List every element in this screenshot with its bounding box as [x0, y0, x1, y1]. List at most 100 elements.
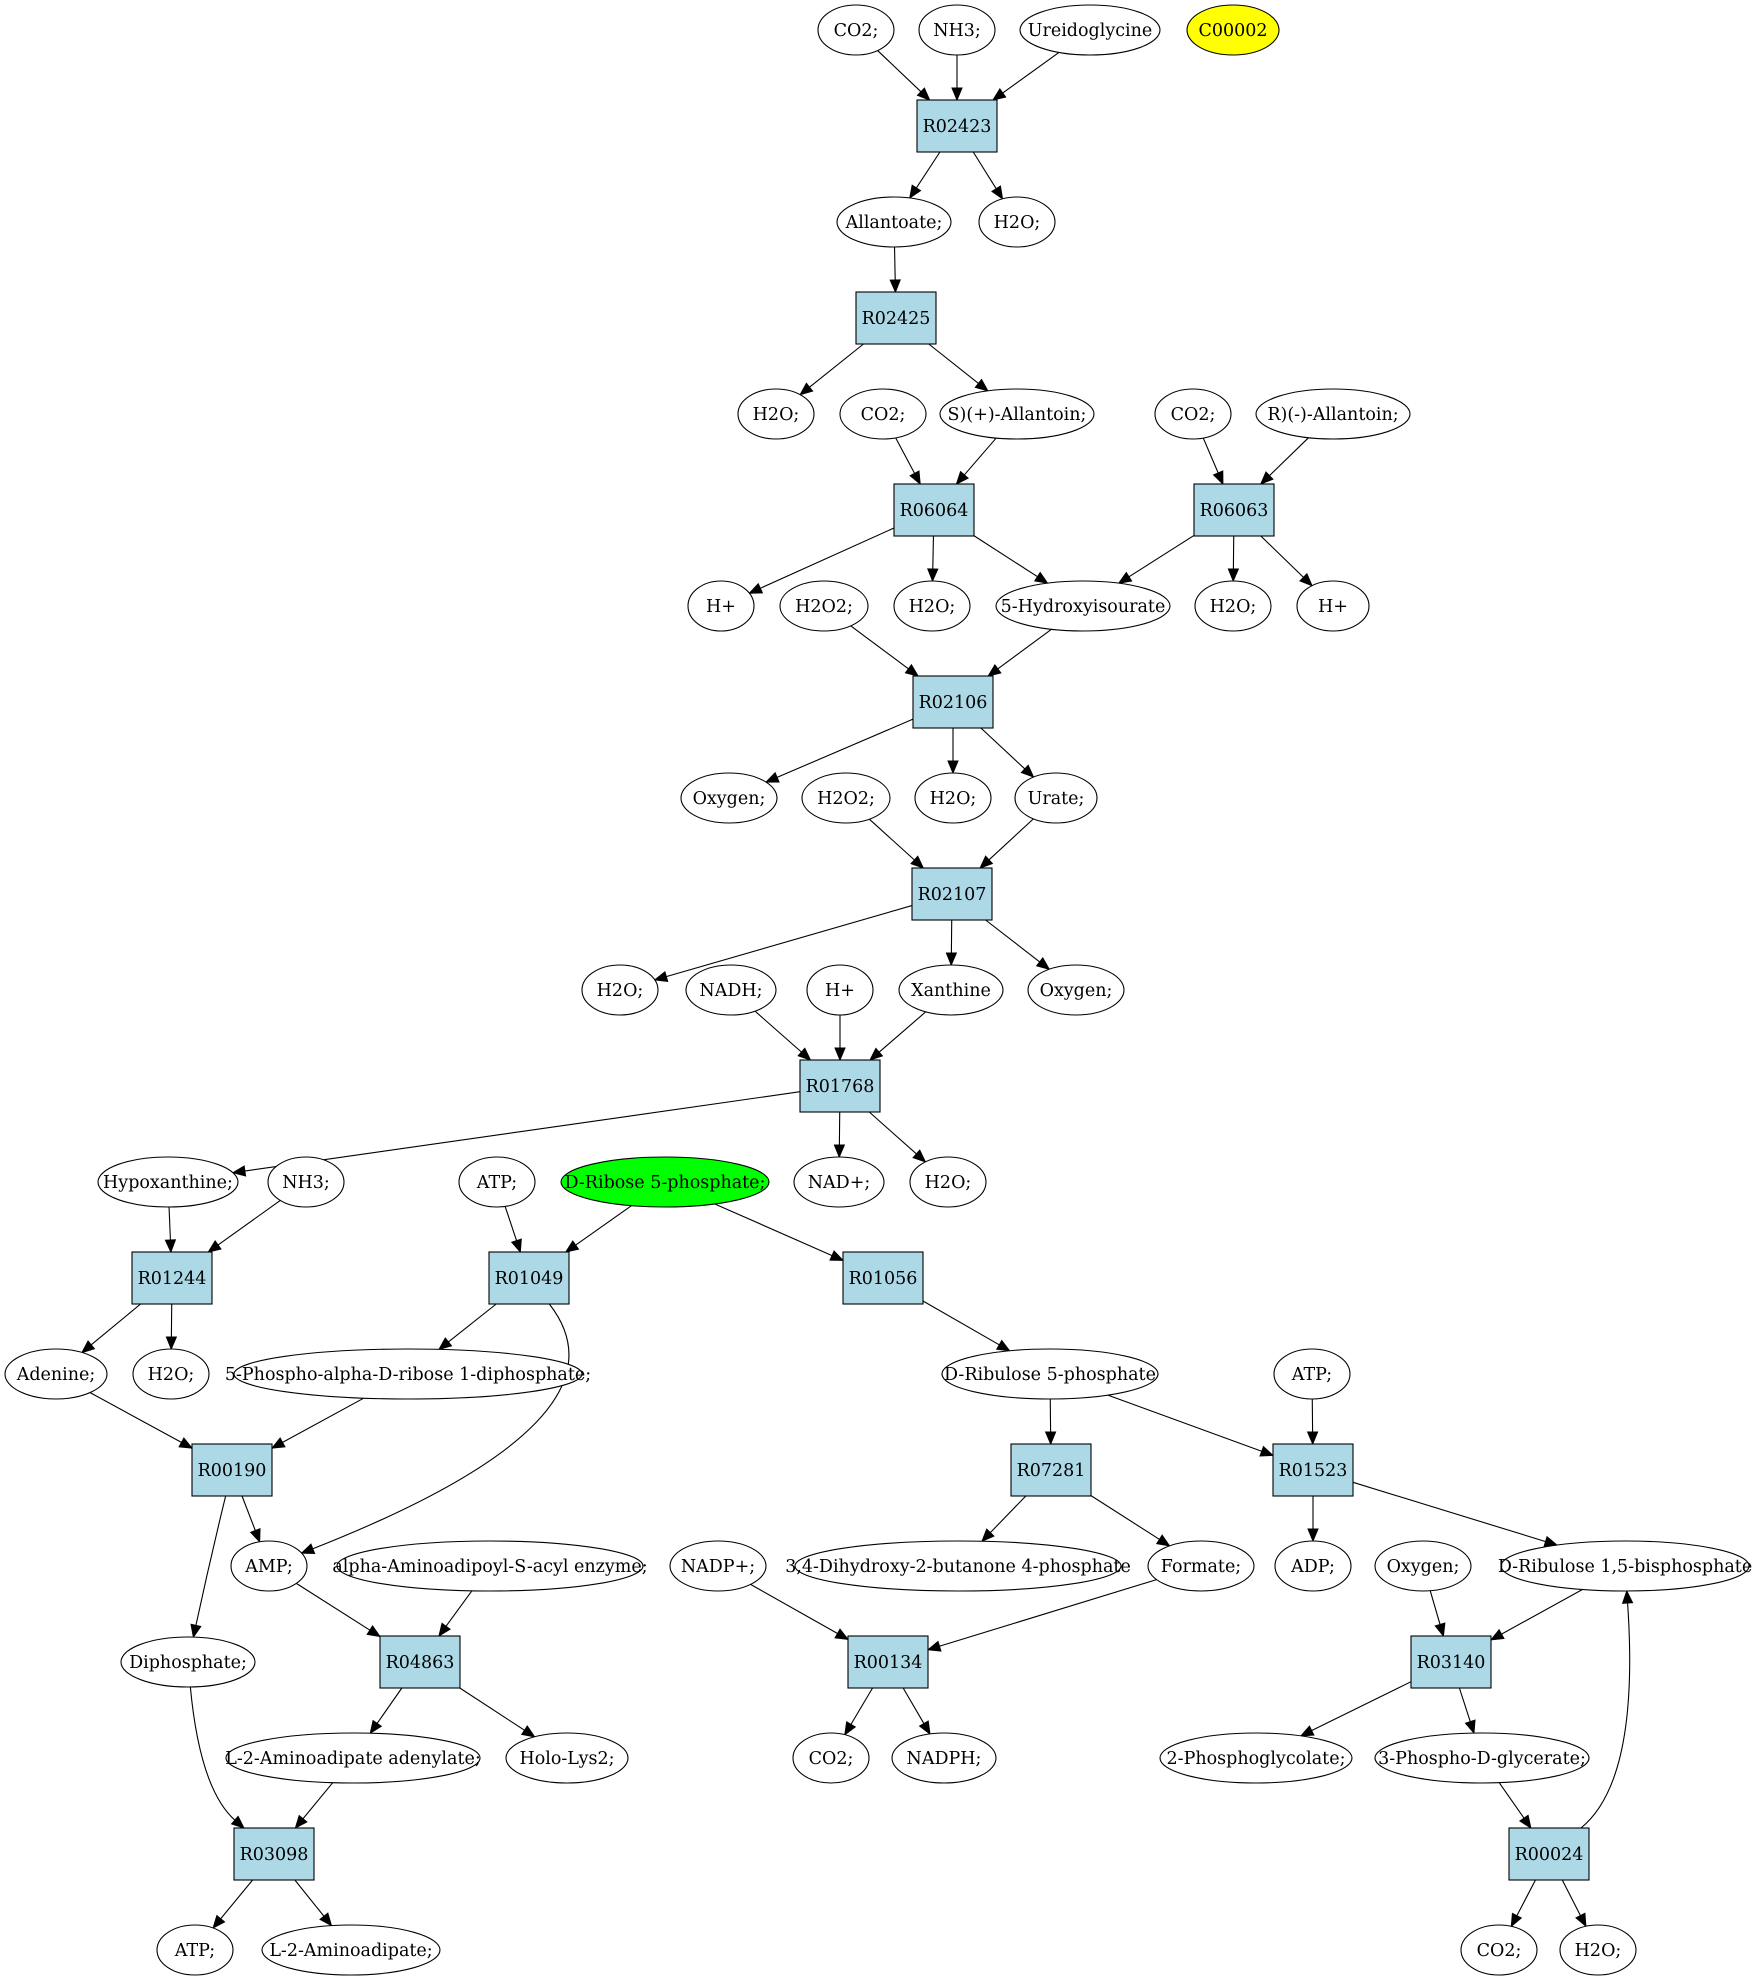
compound-node-oxygen-c_oxygen_3[interactable]: Oxygen; — [1374, 1540, 1472, 1592]
compound-node-atp-c_atp_1[interactable]: ATP; — [458, 1156, 536, 1208]
compound-node-allantoate-c_allantoate[interactable]: Allantoate; — [836, 196, 952, 248]
compound-ellipse — [1374, 1540, 1472, 1592]
reaction-node-r01768-r_R01768[interactable]: R01768 — [799, 1059, 881, 1113]
compound-node-diphosphate-c_diphosphate[interactable]: Diphosphate; — [120, 1636, 256, 1688]
compound-node-adp-c_adp[interactable]: ADP; — [1274, 1540, 1352, 1592]
reaction-node-r04863-r_R04863[interactable]: R04863 — [379, 1635, 461, 1689]
compound-node-s-allantoin-c_s_allantoin[interactable]: S)(+)-Allantoin; — [939, 388, 1095, 440]
compound-label: H+ — [706, 597, 736, 617]
reaction-node-r02106-r_R02106[interactable]: R02106 — [912, 675, 994, 729]
edge-line — [1310, 1681, 1412, 1732]
reaction-node-r00190-r_R00190[interactable]: R00190 — [191, 1443, 273, 1497]
compound-node-h2o-c_h2o_8[interactable]: H2O; — [132, 1348, 210, 1400]
reaction-node-r00134-r_R00134[interactable]: R00134 — [847, 1635, 929, 1689]
compound-label: CO2; — [834, 21, 879, 41]
compound-node-nadph-c_nadph[interactable]: NADPH; — [891, 1732, 997, 1784]
compound-node-l-2-aminoadipate-adenylate-c_l2aa_adenylate[interactable]: L-2-Aminoadipate adenylate; — [225, 1732, 481, 1784]
compound-node-co2-c_co2_3[interactable]: CO2; — [1154, 388, 1232, 440]
compound-node-nadh-c_nadh[interactable]: NADH; — [685, 964, 777, 1016]
compound-node-urate-c_urate[interactable]: Urate; — [1014, 772, 1098, 824]
reaction-node-r02423-r_R02423[interactable]: R02423 — [916, 99, 998, 153]
reaction-node-r01523-r_R01523[interactable]: R01523 — [1272, 1443, 1354, 1497]
compound-node-h2o2-c_h2o2_2[interactable]: H2O2; — [801, 772, 891, 824]
reaction-box — [911, 867, 993, 921]
compound-node-nadp-c_nadpplus[interactable]: NADP+; — [669, 1540, 767, 1592]
compound-node-5-phospho-alpha-d-ribose-1-diphosphate-c_prpp[interactable]: 5-Phospho-alpha-D-ribose 1-diphosphate; — [225, 1348, 591, 1400]
compound-node-adenine-c_adenine[interactable]: Adenine; — [4, 1348, 108, 1400]
reaction-node-r01049-r_R01049[interactable]: R01049 — [488, 1251, 570, 1305]
edge-r_R02423-to-c_h2o_1 — [972, 151, 1004, 200]
compound-node-d-ribulose-1-5-bisphosphate-c_rubp[interactable]: D-Ribulose 1,5-bisphosphate — [1498, 1540, 1752, 1592]
reaction-node-r01244-r_R01244[interactable]: R01244 — [131, 1251, 213, 1305]
compound-node-d-ribulose-5-phosphate-c_ru5p[interactable]: D-Ribulose 5-phosphate — [941, 1348, 1159, 1400]
compound-node-3-phospho-d-glycerate-c_3pg[interactable]: 3-Phospho-D-glycerate; — [1374, 1732, 1590, 1784]
compound-node-h2o-c_h2o_2[interactable]: H2O; — [737, 388, 815, 440]
edge-r_R03140-to-c_3pg — [1458, 1687, 1476, 1735]
edge-r_R02425-to-c_s_allantoin — [928, 343, 989, 392]
reaction-node-r02425-r_R02425[interactable]: R02425 — [855, 291, 937, 345]
compound-node-oxygen-c_oxygen_2[interactable]: Oxygen; — [1027, 964, 1125, 1016]
compound-label: Allantoate; — [845, 213, 943, 233]
compound-node-r-allantoin-c_r_allantoin[interactable]: R)(-)-Allantoin; — [1255, 388, 1411, 440]
compound-node-oxygen-c_oxygen_1[interactable]: Oxygen; — [680, 772, 778, 824]
compound-node-h2o-c_h2o_5[interactable]: H2O; — [914, 772, 992, 824]
compound-node-h2o-c_h2o_3[interactable]: H2O; — [893, 580, 971, 632]
compound-node-h-c_hplus_3[interactable]: H+ — [806, 964, 874, 1016]
edge-c_allantoate-to-r_R02425 — [889, 246, 901, 294]
reaction-node-r00024-r_R00024[interactable]: R00024 — [1508, 1827, 1590, 1881]
reaction-node-r06064-r_R06064[interactable]: R06064 — [893, 483, 975, 537]
compound-node-alpha-aminoadipoyl-s-acyl-enzyme-c_aminoadipoyl[interactable]: alpha-Aminoadipoyl-S-acyl enzyme; — [332, 1540, 648, 1592]
compound-node-nad-c_nadplus[interactable]: NAD+; — [793, 1156, 885, 1208]
compound-node-holo-lys2-c_holo_lys2[interactable]: Holo-Lys2; — [505, 1732, 629, 1784]
reaction-label: R06064 — [900, 501, 969, 521]
reaction-node-r03098-r_R03098[interactable]: R03098 — [233, 1827, 315, 1881]
compound-node-co2-c_co2_5[interactable]: CO2; — [1460, 1924, 1538, 1976]
compound-node-3-4-dihydroxy-2-butanone-4-phosphate-c_dhbp[interactable]: 3,4-Dihydroxy-2-butanone 4-phosphate — [785, 1540, 1131, 1592]
compound-node-5-hydroxyisourate-c_5hiu[interactable]: 5-Hydroxyisourate — [995, 580, 1171, 632]
reaction-node-r07281-r_R07281[interactable]: R07281 — [1010, 1443, 1092, 1497]
compound-node-h-c_hplus_2[interactable]: H+ — [1296, 580, 1370, 632]
compound-node-co2-c_co2_2[interactable]: CO2; — [839, 388, 927, 440]
edge-line — [1580, 1601, 1631, 1829]
compound-node-nh3-c_nh3_1[interactable]: NH3; — [918, 4, 996, 56]
edge-r_R00024-to-c_co2_5 — [1510, 1879, 1536, 1928]
compound-node-h2o-c_h2o_6[interactable]: H2O; — [581, 964, 659, 1016]
compound-node-nh3-c_nh3_2[interactable]: NH3; — [267, 1156, 345, 1208]
edge-c_nadh-to-r_R01768 — [754, 1010, 812, 1061]
compound-ellipse — [995, 580, 1171, 632]
reaction-node-r06063-r_R06063[interactable]: R06063 — [1193, 483, 1275, 537]
edge-c_oxygen_3-to-r_R03140 — [1429, 1590, 1446, 1638]
reaction-node-r02107-r_R02107[interactable]: R02107 — [911, 867, 993, 921]
compound-ellipse — [1027, 964, 1125, 1016]
compound-node-atp-c_atp_3[interactable]: ATP; — [156, 1924, 234, 1976]
compound-node-h2o-c_h2o_1[interactable]: H2O; — [978, 196, 1056, 248]
compound-node-xanthine-c_xanthine[interactable]: Xanthine — [898, 964, 1004, 1016]
compound-node-co2-c_co2_4[interactable]: CO2; — [792, 1732, 870, 1784]
edge-c_formate-to-r_R00134 — [926, 1579, 1157, 1652]
compound-node-l-2-aminoadipate-c_l2aa[interactable]: L-2-Aminoadipate; — [261, 1924, 441, 1976]
reaction-label: R02423 — [923, 117, 992, 137]
reaction-node-r01056-r_R01056[interactable]: R01056 — [842, 1251, 924, 1305]
compound-node-ureidoglycine-c_ureidoglycine[interactable]: Ureidoglycine — [1019, 4, 1161, 56]
compound-node-c00002-c_c00002[interactable]: C00002 — [1186, 4, 1280, 56]
compound-node-amp-c_amp[interactable]: AMP; — [230, 1540, 308, 1592]
compound-node-2-phosphoglycolate-c_2pg[interactable]: 2-Phosphoglycolate; — [1159, 1732, 1353, 1784]
arrowhead — [231, 1165, 247, 1177]
compound-node-d-ribose-5-phosphate-c_r5p[interactable]: D-Ribose 5-phosphate; — [560, 1156, 770, 1208]
compound-node-h2o-c_h2o_9[interactable]: H2O; — [1559, 1924, 1637, 1976]
reaction-node-r03140-r_R03140[interactable]: R03140 — [1410, 1635, 1492, 1689]
compound-node-h-c_hplus_1[interactable]: H+ — [687, 580, 755, 632]
compound-node-h2o-c_h2o_7[interactable]: H2O; — [909, 1156, 987, 1208]
edge-line — [168, 1206, 172, 1242]
compound-node-atp-c_atp_2[interactable]: ATP; — [1273, 1348, 1351, 1400]
edge-c_co2_1-to-r_R02423 — [877, 50, 931, 101]
compound-node-co2-c_co2_1[interactable]: CO2; — [817, 4, 895, 56]
edge-line — [922, 1300, 1001, 1346]
edge-c_amp-to-r_R04863 — [296, 1582, 382, 1638]
compound-node-h2o2-c_h2o2_1[interactable]: H2O2; — [779, 580, 869, 632]
arrowhead — [912, 1149, 927, 1163]
compound-node-h2o-c_h2o_4[interactable]: H2O; — [1194, 580, 1272, 632]
compound-node-hypoxanthine-c_hypoxanthine[interactable]: Hypoxanthine; — [97, 1156, 239, 1208]
arrowhead — [909, 184, 922, 200]
compound-node-formate-c_formate[interactable]: Formate; — [1147, 1540, 1255, 1592]
